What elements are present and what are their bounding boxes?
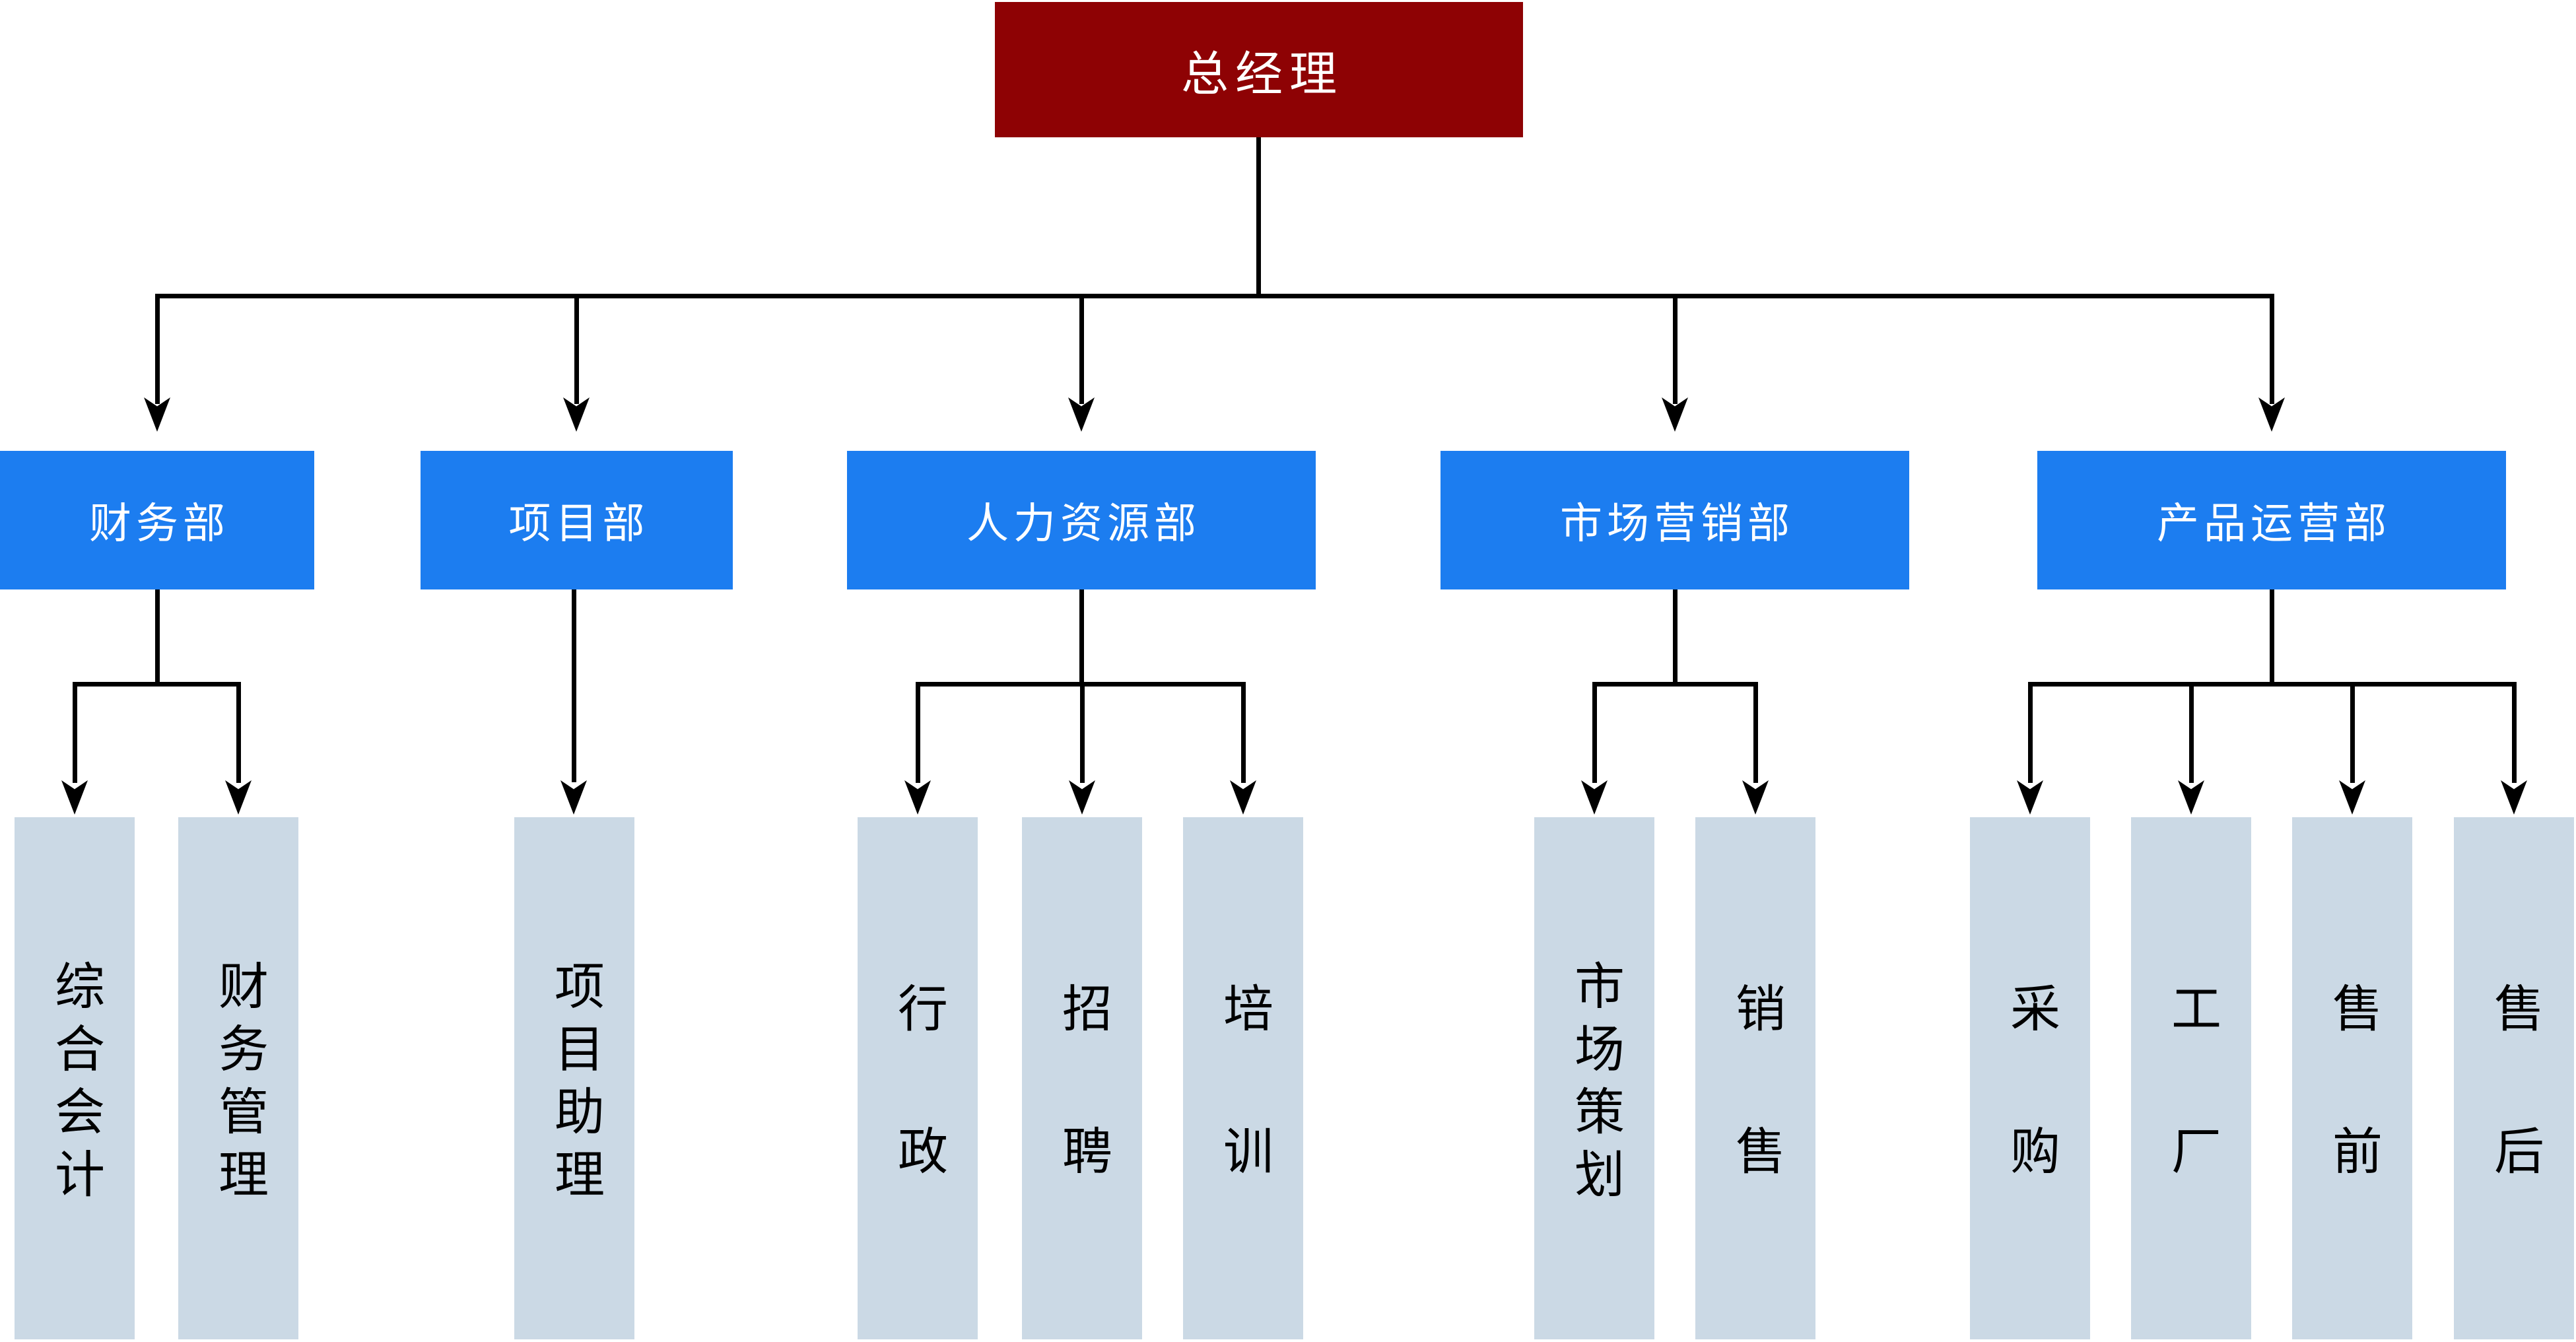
node-label: 人力资源部	[966, 500, 1201, 547]
node-label: 市场营销部	[1560, 500, 1794, 547]
node-label: 售前	[2324, 982, 2381, 1267]
connector-line	[2028, 682, 2517, 687]
node-label: 财务部	[89, 500, 230, 547]
arrow-down-icon	[61, 780, 88, 815]
connector-line	[1080, 687, 1085, 783]
node-sub-presales: 售前	[2292, 817, 2412, 1339]
node-label: 产品运营部	[2157, 500, 2391, 547]
arrow-down-icon	[1581, 780, 1608, 815]
node-sub-admin: 行政	[858, 817, 978, 1339]
arrow-down-icon	[2501, 780, 2527, 815]
arrow-down-icon	[2178, 780, 2204, 815]
connector-line	[1079, 298, 1084, 404]
node-sub-general-accounting: 综合会计	[15, 817, 135, 1339]
node-label: 总经理	[1180, 48, 1343, 101]
node-label: 售后	[2486, 982, 2542, 1267]
connector-line	[2028, 687, 2033, 783]
connector-line	[916, 682, 1246, 687]
arrow-down-icon	[2339, 780, 2365, 815]
node-dept-project: 项目部	[421, 451, 733, 589]
node-general-manager: 总经理	[995, 2, 1523, 137]
connector-line	[1753, 687, 1758, 783]
connector-line	[2270, 589, 2274, 687]
arrow-down-icon	[560, 780, 587, 815]
node-dept-marketing: 市场营销部	[1441, 451, 1909, 589]
arrow-down-icon	[1069, 780, 1095, 815]
connector-line	[2512, 687, 2517, 783]
connector-line	[1241, 687, 1246, 783]
root-trunk-line	[1256, 137, 1261, 296]
node-label: 采购	[2002, 982, 2058, 1267]
node-label: 财务管理	[211, 959, 267, 1211]
connector-line	[572, 589, 576, 782]
arrow-down-icon	[2017, 780, 2043, 815]
node-sub-recruiting: 招聘	[1022, 817, 1142, 1339]
connector-line	[73, 682, 241, 687]
node-label: 项目助理	[547, 959, 603, 1211]
arrow-down-icon	[1230, 780, 1256, 815]
node-sub-sales: 销售	[1695, 817, 1815, 1339]
node-sub-financial-management: 财务管理	[178, 817, 298, 1339]
connector-line	[1592, 682, 1758, 687]
arrow-down-icon	[904, 780, 931, 815]
connector-line	[1673, 298, 1678, 404]
connector-line	[2350, 687, 2355, 783]
node-sub-factory: 工厂	[2131, 817, 2251, 1339]
node-sub-aftersales: 售后	[2454, 817, 2574, 1339]
node-label: 综合会计	[47, 959, 103, 1211]
node-label: 培训	[1215, 982, 1271, 1267]
connector-line	[1673, 589, 1678, 687]
connector-line	[155, 298, 160, 404]
connector-line	[1079, 589, 1084, 687]
node-sub-procurement: 采购	[1970, 817, 2090, 1339]
node-dept-hr: 人力资源部	[847, 451, 1316, 589]
node-label: 行政	[890, 982, 946, 1267]
node-label: 销售	[1728, 982, 1784, 1267]
connector-line	[236, 687, 241, 783]
node-dept-product-ops: 产品运营部	[2037, 451, 2506, 589]
node-sub-training: 培训	[1183, 817, 1303, 1339]
node-label: 市场策划	[1567, 959, 1623, 1211]
connector-line	[574, 298, 579, 404]
node-sub-market-planning: 市场策划	[1534, 817, 1654, 1339]
arrow-down-icon	[1742, 780, 1769, 815]
node-dept-finance: 财务部	[0, 451, 314, 589]
node-label: 招聘	[1054, 982, 1110, 1267]
connector-line	[73, 687, 77, 783]
connector-line	[1592, 687, 1597, 783]
connector-line	[155, 589, 160, 687]
level1-rail-line	[155, 294, 2274, 298]
arrow-down-icon	[225, 780, 252, 815]
connector-line	[2270, 298, 2274, 404]
connector-line	[916, 687, 920, 783]
node-label: 工厂	[2163, 982, 2220, 1267]
node-sub-project-assistant: 项目助理	[514, 817, 634, 1339]
connector-line	[2189, 687, 2194, 783]
node-label: 项目部	[508, 500, 650, 547]
